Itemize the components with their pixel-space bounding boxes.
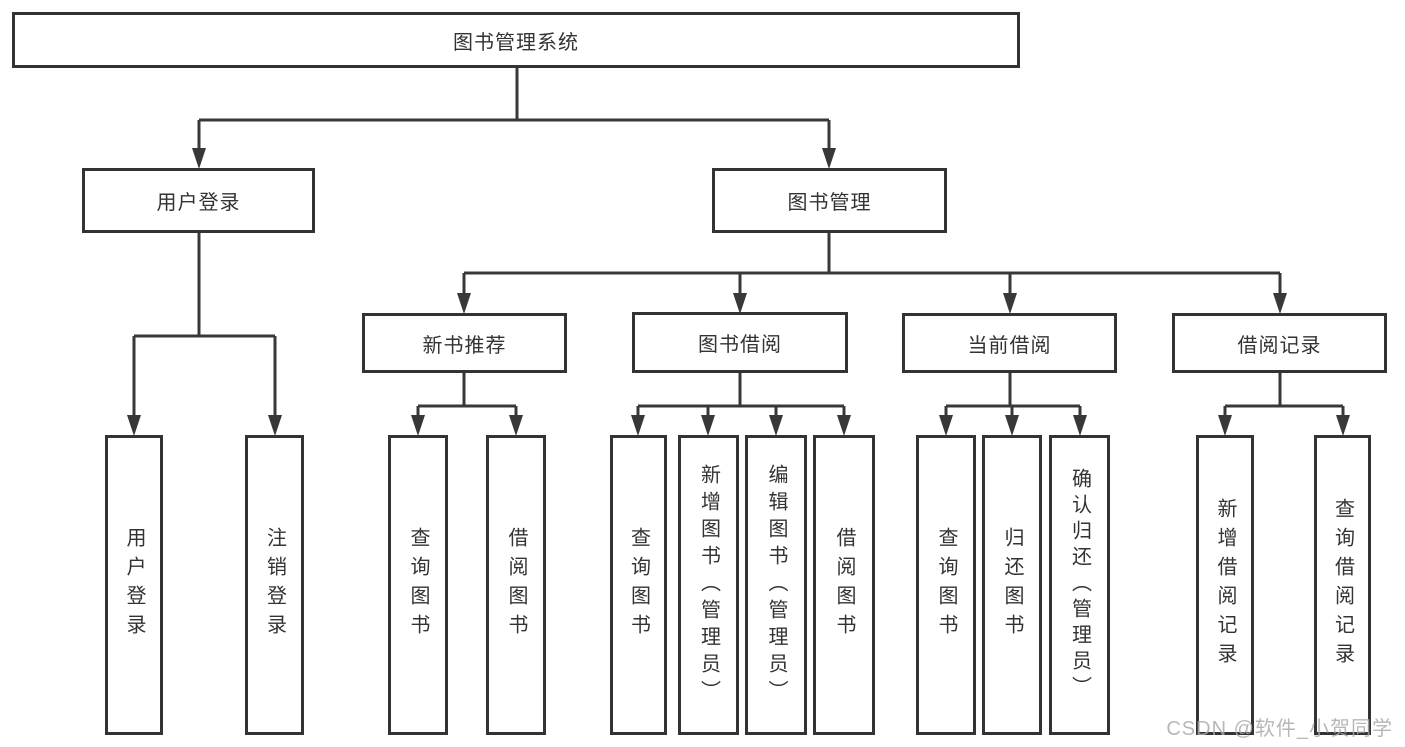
connector-paths: [132, 68, 1345, 418]
leaf-logout: 注销登录: [245, 435, 304, 735]
arrow-down-icon: [127, 415, 141, 436]
csdn-watermark: CSDN @软件_小贺同学: [1166, 718, 1393, 740]
leaf-bor-add-books-admin: 新增图书（管理员）: [678, 435, 739, 735]
node-user-login-label: 用户登录: [156, 192, 241, 214]
leaf-query-borrow-record: 查询借阅记录: [1314, 435, 1371, 735]
arrow-down-icon: [1073, 415, 1087, 436]
leaf-cur-query-books-label: 查询图书: [935, 527, 957, 643]
node-user-login: 用户登录: [82, 168, 315, 233]
arrow-down-icon: [939, 415, 953, 436]
leaf-cur-confirm-return-admin: 确认归还（管理员）: [1049, 435, 1110, 735]
leaf-bor-query-books-label: 查询图书: [627, 527, 650, 643]
leaf-rec-query-books: 查询图书: [388, 435, 448, 735]
leaf-bor-edit-books-admin-label: 编辑图书（管理员）: [765, 463, 787, 707]
arrow-down-icon: [822, 148, 836, 169]
arrow-down-icon: [1336, 415, 1350, 436]
leaf-bor-edit-books-admin: 编辑图书（管理员）: [745, 435, 807, 735]
arrow-down-icon: [733, 293, 747, 314]
leaf-rec-query-books-label: 查询图书: [407, 527, 429, 643]
leaf-bor-lend-books-label: 借阅图书: [833, 527, 855, 643]
arrow-down-icon: [1218, 415, 1232, 436]
arrow-down-icon: [769, 415, 783, 436]
arrow-down-icon: [192, 148, 206, 169]
leaf-query-borrow-record-label: 查询借阅记录: [1331, 498, 1354, 672]
arrow-down-icon: [509, 415, 523, 436]
leaf-bor-query-books: 查询图书: [610, 435, 667, 735]
leaf-cur-return-books: 归还图书: [982, 435, 1042, 735]
node-new-book-recommend: 新书推荐: [362, 313, 567, 373]
node-book-borrowing: 图书借阅: [632, 312, 848, 373]
node-new-book-recommend-label: 新书推荐: [422, 334, 507, 357]
leaf-cur-return-books-label: 归还图书: [1001, 527, 1023, 643]
arrow-down-icon: [411, 415, 425, 436]
arrow-down-icon: [631, 415, 645, 436]
node-book-management-label: 图书管理: [787, 192, 872, 214]
node-current-borrowing-label: 当前借阅: [967, 334, 1052, 357]
leaf-rec-borrow-books: 借阅图书: [486, 435, 546, 735]
leaf-add-borrow-record: 新增借阅记录: [1196, 435, 1254, 735]
leaf-rec-borrow-books-label: 借阅图书: [505, 527, 527, 643]
arrow-down-icon: [701, 415, 715, 436]
leaf-cur-confirm-return-admin-label: 确认归还（管理员）: [1068, 468, 1091, 702]
arrow-down-icon: [457, 293, 471, 314]
node-root: 图书管理系统: [12, 12, 1020, 68]
leaf-bor-add-books-admin-label: 新增图书（管理员）: [697, 463, 720, 707]
arrow-down-icon: [268, 415, 282, 436]
leaf-cur-query-books: 查询图书: [916, 435, 976, 735]
arrow-down-icon: [1003, 293, 1017, 314]
leaf-user-login-label: 用户登录: [123, 527, 145, 643]
arrow-down-icon: [837, 415, 851, 436]
node-book-borrowing-label: 图书借阅: [698, 334, 782, 356]
node-borrowing-records: 借阅记录: [1172, 313, 1387, 373]
leaf-logout-label: 注销登录: [263, 527, 286, 643]
node-book-management: 图书管理: [712, 168, 947, 233]
arrow-down-icon: [1273, 293, 1287, 314]
leaf-user-login: 用户登录: [105, 435, 163, 735]
node-root-label: 图书管理系统: [453, 31, 579, 54]
leaf-add-borrow-record-label: 新增借阅记录: [1214, 498, 1236, 672]
node-current-borrowing: 当前借阅: [902, 313, 1117, 373]
arrow-down-icon: [1005, 415, 1019, 436]
arrowhead-icons: [127, 148, 1350, 436]
leaf-bor-lend-books: 借阅图书: [813, 435, 875, 735]
node-borrowing-records-label: 借阅记录: [1237, 334, 1322, 357]
